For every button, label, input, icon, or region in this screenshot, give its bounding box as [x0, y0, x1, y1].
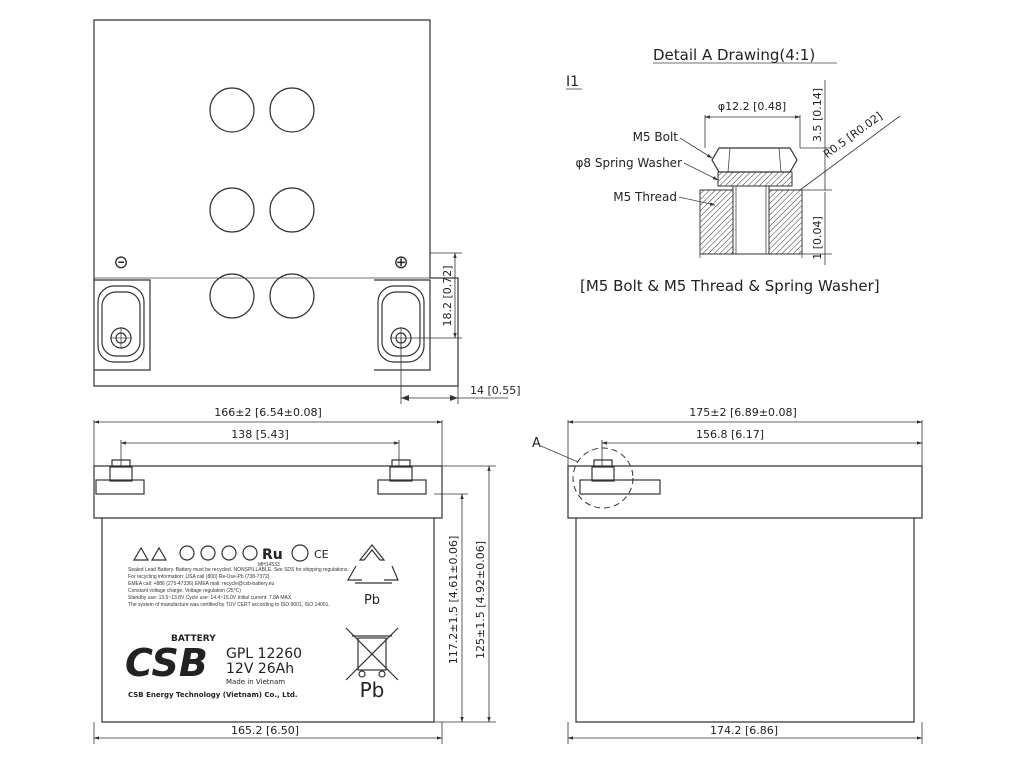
label-m5-bolt: M5 Bolt — [633, 130, 679, 144]
vent-cap — [209, 87, 255, 133]
fine-print-line: The system of manufacture was certified … — [128, 602, 330, 608]
detail-a: Detail A Drawing(4:1) I1 M5 Bolt φ8 Spri… — [566, 46, 901, 295]
crossed-bin-icon — [345, 627, 399, 681]
front-terminal-left — [95, 459, 145, 495]
side-body — [567, 465, 923, 723]
detail-caption: [M5 Bolt & M5 Thread & Spring Washer] — [580, 277, 880, 295]
ul-mark: Ru — [262, 547, 283, 563]
terminal-negative — [110, 327, 132, 349]
no-flame-icon — [179, 545, 195, 561]
origin: Made in Vietnam — [226, 678, 285, 686]
cert-number: MH14533 — [258, 562, 280, 568]
label-m5-thread: M5 Thread — [613, 190, 677, 204]
detail-title: Detail A Drawing(4:1) — [653, 46, 815, 64]
brand-logo: CSB — [125, 641, 208, 685]
rating: 12V 26Ah — [226, 661, 294, 677]
front-terminal-right — [377, 459, 427, 495]
vent-caps — [209, 87, 315, 319]
bin-text: Pb — [360, 678, 385, 702]
vent-cap — [209, 273, 255, 319]
dim-front-length: 166±2 [6.54±0.08] — [214, 406, 322, 419]
spring-washer — [717, 171, 793, 187]
dim-bolt-dia: φ12.2 [0.48] — [718, 100, 786, 113]
dim-terminal-pos: 156.8 [6.17] — [696, 428, 764, 441]
ce-mark: CE — [314, 548, 329, 561]
goggles-icon — [200, 545, 216, 561]
bolt-head — [711, 147, 798, 173]
top-view: ⊝ ⊕ 18.2 [0.72] 14 [0.55] — [93, 19, 521, 404]
section-mark: I1 — [566, 74, 579, 90]
recycle-icon — [346, 544, 399, 584]
dim-total-height: 125±1.5 [4.92±0.06] — [474, 541, 487, 659]
positive-symbol: ⊕ — [393, 252, 408, 273]
dim-container-height: 117.2±1.5 [4.61±0.06] — [447, 536, 460, 664]
dim-radius: R0.5 [R0.02] — [821, 110, 885, 161]
warning-icon — [132, 546, 150, 561]
vent-cap — [269, 187, 315, 233]
negative-symbol: ⊝ — [113, 252, 128, 273]
dim-head-height: 3.5 [0.14] — [811, 88, 824, 142]
recycle-text: Pb — [364, 593, 380, 608]
acid-icon — [242, 545, 258, 561]
label-spring-washer: φ8 Spring Washer — [575, 156, 682, 170]
fine-print-line: Constant voltage charge. Voltage regulat… — [128, 588, 241, 594]
side-terminal — [579, 459, 661, 495]
model-number: GPL 12260 — [226, 646, 302, 662]
dim-terminal-offset: 14 [0.55] — [470, 384, 521, 397]
dim-thread-length: 1 [0.04] — [811, 216, 824, 260]
manual-icon — [221, 545, 237, 561]
detail-a-circle — [572, 447, 634, 509]
vent-cap — [269, 273, 315, 319]
dim-side-bottom: 174.2 [6.86] — [710, 724, 778, 737]
dim-top-height: 18.2 [0.72] — [441, 265, 454, 326]
side-view: 175±2 [6.89±0.08] 156.8 [6.17] A 174.2 [… — [532, 406, 923, 744]
front-view: 166±2 [6.54±0.08] 138 [5.43] Ru — [93, 406, 496, 744]
fine-print: Sealed Lead Battery. Battery must be rec… — [128, 567, 349, 608]
top-view-outline — [93, 19, 459, 387]
dim-terminal-spacing: 138 [5.43] — [231, 428, 289, 441]
dim-front-bottom: 165.2 [6.50] — [231, 724, 299, 737]
cert-icon — [291, 544, 309, 562]
maker: CSB Energy Technology (Vietnam) Co., Ltd… — [128, 691, 298, 699]
vent-cap — [209, 187, 255, 233]
vent-cap — [269, 87, 315, 133]
warning-icon — [150, 546, 168, 561]
warning-icons: Ru CE — [132, 544, 329, 563]
brand-sub: BATTERY — [171, 634, 216, 644]
fine-print-line: EMEA call: +886 (275-47336) EMEA mail: r… — [128, 581, 275, 587]
fine-print-line: For recycling information: USA call (800… — [128, 574, 270, 580]
fine-print-line: Standby use: 13.5~13.8V Cycle use: 14.4~… — [128, 595, 293, 601]
dim-side-length: 175±2 [6.89±0.08] — [689, 406, 797, 419]
fine-print-line: Sealed Lead Battery. Battery must be rec… — [128, 567, 349, 573]
detail-a-callout: A — [532, 436, 541, 451]
